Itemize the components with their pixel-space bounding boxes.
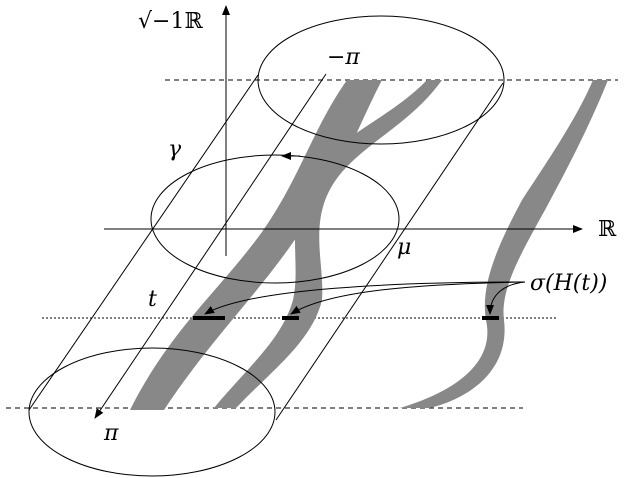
gamma-label: γ bbox=[168, 137, 182, 162]
mu-label: μ bbox=[397, 235, 411, 260]
cylinder-side-right bbox=[275, 82, 504, 421]
pi-label: π bbox=[103, 421, 119, 446]
sigma-arrow-1 bbox=[204, 281, 526, 315]
bottom-ellipse bbox=[28, 347, 276, 477]
neg-pi-label: −π bbox=[327, 45, 360, 70]
spectral-band-right bbox=[400, 80, 608, 408]
imaginary-axis-label: √−1ℝ bbox=[138, 9, 203, 34]
cylinder-side-left bbox=[28, 74, 259, 411]
gamma-ellipse bbox=[150, 154, 400, 284]
top-ellipse bbox=[257, 15, 505, 145]
t-label: t bbox=[148, 287, 157, 312]
sigma-arrow-2 bbox=[290, 281, 526, 315]
spectral-band-left bbox=[130, 80, 382, 410]
sigma-label: σ(H(t)) bbox=[530, 271, 607, 296]
pi-axis-arrow bbox=[94, 73, 327, 419]
real-axis-label: ℝ bbox=[598, 217, 617, 242]
sigma-arrow-3 bbox=[486, 281, 526, 315]
